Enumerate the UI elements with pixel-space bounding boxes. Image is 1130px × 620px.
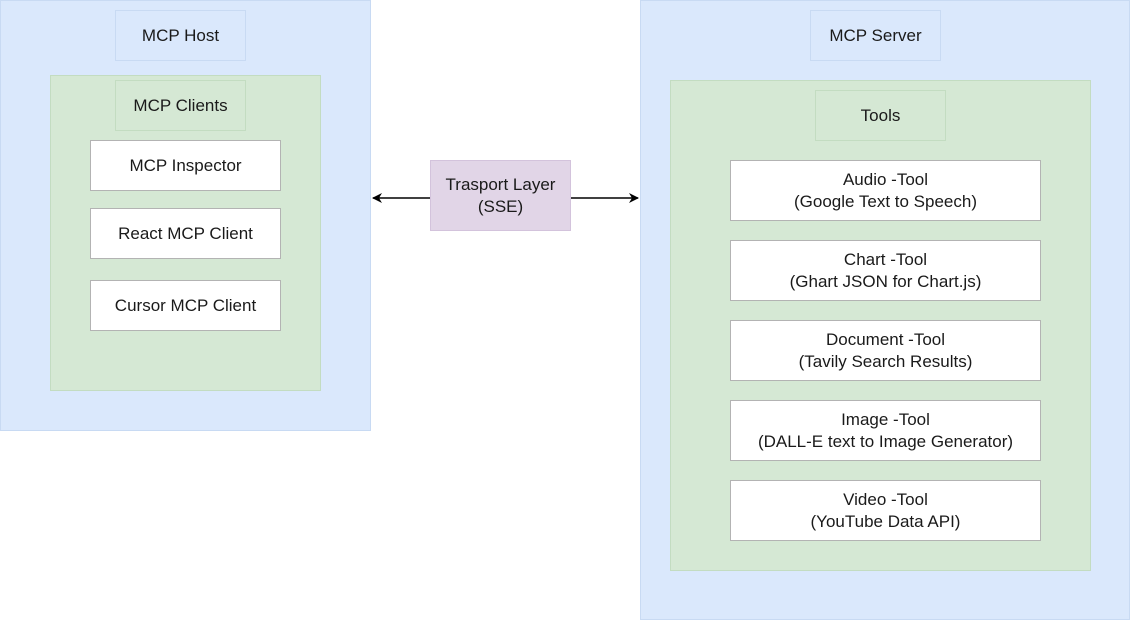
transport-layer-box: Trasport Layer (SSE) xyxy=(430,160,571,231)
mcp-clients-title-text: MCP Clients xyxy=(133,95,228,115)
tool-description: (Ghart JSON for Chart.js) xyxy=(789,271,982,291)
client-label: React MCP Client xyxy=(118,223,253,243)
client-box-react: React MCP Client xyxy=(90,208,281,259)
transport-protocol-label: (SSE) xyxy=(477,196,524,216)
mcp-server-title: MCP Server xyxy=(810,10,941,61)
tool-description: (Google Text to Speech) xyxy=(793,191,977,211)
client-label: MCP Inspector xyxy=(129,155,242,175)
tools-title: Tools xyxy=(815,90,946,141)
tool-name: Document -Tool xyxy=(825,329,946,349)
mcp-server-title-text: MCP Server xyxy=(829,25,922,45)
mcp-host-title: MCP Host xyxy=(115,10,246,61)
client-label: Cursor MCP Client xyxy=(114,295,257,315)
mcp-host-title-text: MCP Host xyxy=(141,25,220,45)
client-box-inspector: MCP Inspector xyxy=(90,140,281,191)
tool-name: Video -Tool xyxy=(843,489,928,509)
tool-name: Image -Tool xyxy=(841,409,930,429)
tool-box-video: Video -Tool (YouTube Data API) xyxy=(730,480,1041,541)
tool-box-document: Document -Tool (Tavily Search Results) xyxy=(730,320,1041,381)
tools-title-text: Tools xyxy=(860,105,901,125)
tool-box-audio: Audio -Tool (Google Text to Speech) xyxy=(730,160,1041,221)
tool-description: (Tavily Search Results) xyxy=(798,351,973,371)
tool-description: (DALL-E text to Image Generator) xyxy=(757,431,1014,451)
client-box-cursor: Cursor MCP Client xyxy=(90,280,281,331)
mcp-clients-title: MCP Clients xyxy=(115,80,246,131)
tool-box-chart: Chart -Tool (Ghart JSON for Chart.js) xyxy=(730,240,1041,301)
tool-name: Chart -Tool xyxy=(843,249,928,269)
tool-description: (YouTube Data API) xyxy=(810,511,961,531)
transport-layer-label: Trasport Layer xyxy=(445,174,556,194)
tool-box-image: Image -Tool (DALL-E text to Image Genera… xyxy=(730,400,1041,461)
tool-name: Audio -Tool xyxy=(842,169,929,189)
